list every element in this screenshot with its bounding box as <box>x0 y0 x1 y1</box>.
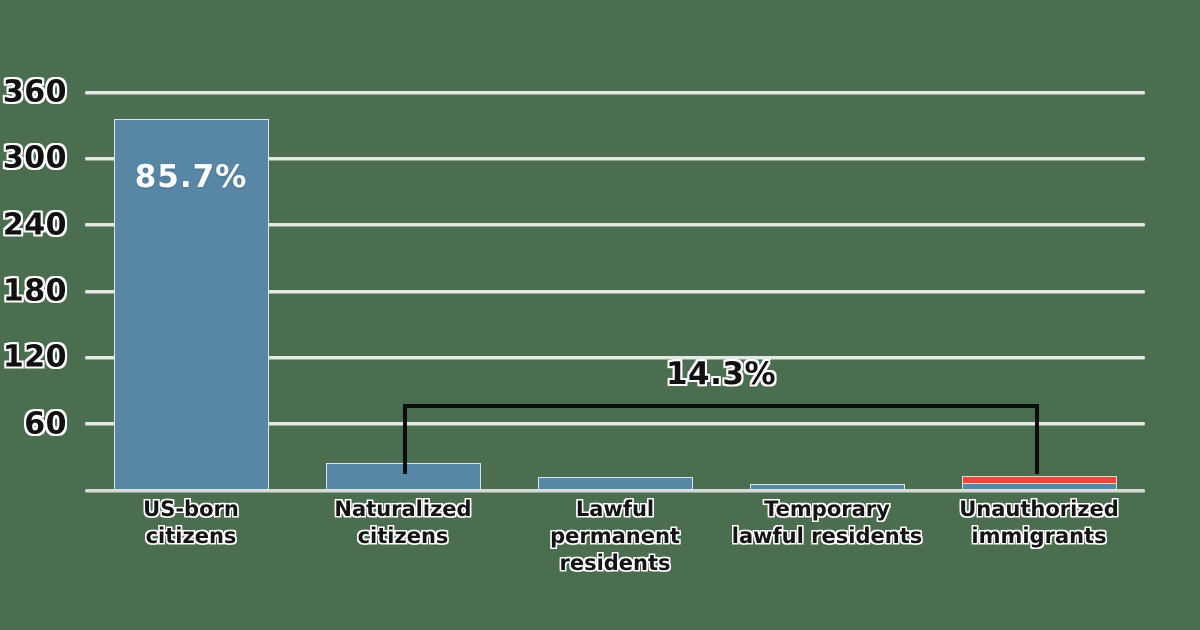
bar-us-born-citizens[interactable]: 85.7% <box>113 118 269 490</box>
x-label-naturalized-citizens: Naturalized citizens <box>297 496 509 550</box>
x-label-line: lawful residents <box>731 524 923 548</box>
x-label-line: Naturalized <box>334 497 472 521</box>
gridline-300 <box>85 156 1145 160</box>
y-axis: 360 300 240 180 120 60 <box>0 70 85 490</box>
x-label-line: Unauthorized <box>959 497 1119 521</box>
gridline-180 <box>85 289 1145 293</box>
y-tick-label-240: 240 <box>2 207 67 243</box>
bracket-foreign-born <box>403 403 1039 474</box>
plot-area: 85.7% 14.3% <box>85 70 1145 492</box>
gridline-60 <box>85 422 1145 426</box>
x-label-lawful-permanent-residents: Lawful permanent residents <box>509 496 721 577</box>
x-label-temporary-lawful-residents: Temporary lawful residents <box>721 496 933 550</box>
y-tick-label-120: 120 <box>2 339 67 375</box>
gridline-240 <box>85 223 1145 227</box>
y-tick-label-180: 180 <box>2 273 67 309</box>
x-label-unauthorized-immigrants: Unauthorized immigrants <box>933 496 1145 550</box>
gridline-360 <box>85 90 1145 94</box>
axis-baseline <box>85 488 1145 492</box>
x-label-line: citizens <box>145 524 237 548</box>
x-label-line: residents <box>559 551 671 575</box>
bar-lawful-permanent-residents[interactable] <box>537 476 693 490</box>
bracket-label-foreign-born: 14.3% <box>665 355 777 392</box>
x-label-us-born-citizens: US-born citizens <box>85 496 297 550</box>
bar-rect-us-born-citizens[interactable] <box>113 118 269 490</box>
bar-unauthorized-immigrants[interactable] <box>961 476 1117 490</box>
x-label-line: US-born <box>143 497 239 521</box>
bar-temporary-lawful-residents[interactable] <box>749 484 905 490</box>
bar-rect-lawful-permanent-residents[interactable] <box>537 476 693 490</box>
x-label-line: Lawful <box>575 497 655 521</box>
y-tick-label-360: 360 <box>2 74 67 110</box>
bar-highlight-unauthorized-immigrants[interactable] <box>961 476 1117 484</box>
bar-rect-temporary-lawful-residents[interactable] <box>749 484 905 490</box>
y-tick-label-60: 60 <box>24 406 67 442</box>
gridline-120 <box>85 355 1145 359</box>
x-label-line: immigrants <box>971 524 1107 548</box>
x-label-line: permanent <box>550 524 680 548</box>
x-label-line: citizens <box>357 524 449 548</box>
y-tick-label-300: 300 <box>2 140 67 176</box>
x-label-line: Temporary <box>764 497 890 521</box>
